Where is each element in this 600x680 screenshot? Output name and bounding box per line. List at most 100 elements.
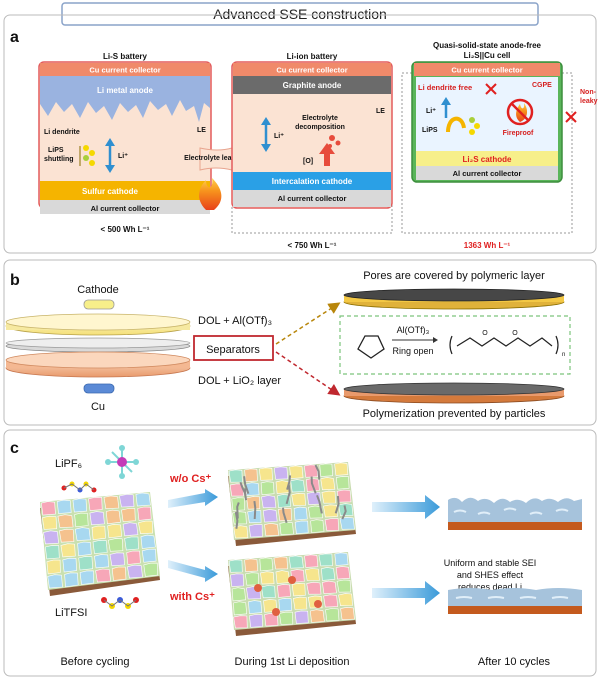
grain-tile — [103, 495, 120, 510]
grain-tile — [89, 511, 105, 526]
grain-tile — [143, 562, 159, 577]
with-cs-label: with Cs⁺ — [169, 591, 215, 603]
grain-tile — [249, 614, 263, 628]
grain-tile — [42, 515, 58, 530]
cross-icon — [485, 83, 497, 95]
lips-molecule-icon — [469, 117, 480, 135]
grain-tile — [335, 566, 351, 580]
gold-dashed-arrow — [275, 302, 341, 345]
caption-before-cycling: Before cycling — [60, 656, 129, 668]
reaction-arrowhead — [433, 337, 438, 343]
grain-tile — [233, 615, 248, 629]
separators-box — [193, 335, 274, 361]
grain-tile — [275, 570, 291, 584]
grain-tile — [340, 606, 355, 621]
grain-tile — [334, 462, 349, 476]
grain-tile — [72, 498, 88, 513]
grain-tile — [95, 568, 111, 583]
grain-tile — [323, 594, 339, 608]
lips-molecule-icon — [79, 145, 95, 166]
grain-tile — [79, 570, 95, 585]
grain-tile — [259, 557, 274, 572]
dol-lio2-label: DOL + LiO₂ layer — [198, 375, 281, 387]
grain-tile — [44, 545, 60, 560]
grain-tile — [41, 501, 56, 516]
dol-al-label: DOL + Al(OTf)₃ — [198, 315, 272, 327]
cell3-nonleaky-1: Non- — [580, 89, 597, 96]
grain-tile — [244, 468, 258, 483]
pores-label: Pores are covered by polymeric layer — [363, 270, 545, 282]
cell2-al-layer — [233, 190, 391, 207]
dendrite — [286, 475, 292, 490]
grain-tile — [124, 536, 139, 551]
cell3-al-label: Al current collector — [453, 169, 522, 178]
grain-tile — [62, 557, 77, 573]
grain-tile — [232, 511, 247, 525]
grain-tile — [260, 481, 275, 496]
lipf6-molecule-icon — [105, 445, 139, 479]
grain-mosaic-wo-cs — [228, 462, 355, 539]
panel-a-frame — [3, 14, 597, 254]
prevented-label: Polymerization prevented by particles — [363, 408, 546, 420]
grain-tile — [127, 564, 143, 579]
cell1-cu-label: Cu current collector — [89, 66, 160, 75]
grain-tile — [64, 572, 79, 588]
dendrite — [234, 511, 239, 529]
grain-tile — [107, 523, 123, 539]
grain-tile — [291, 492, 306, 506]
dendrite — [236, 502, 240, 519]
grain-tile — [59, 528, 75, 543]
leak-label: Electrolyte leaking — [184, 155, 246, 162]
cell1-shuttling-label: shuttling — [44, 156, 74, 163]
cell1-title: Li-S battery — [103, 52, 148, 61]
note-line-3: reduces dead Li — [458, 582, 522, 592]
grain-tile — [43, 530, 59, 545]
panel-b-frame — [3, 259, 597, 426]
grain-tile — [248, 600, 263, 614]
note-line-2: and SHES effect — [457, 570, 524, 580]
cell2-o-label: [O] — [303, 158, 313, 165]
grain-tile — [264, 522, 280, 537]
grain-tile — [323, 504, 338, 518]
cell-quasi-solid: Quasi-solid-state anode-free Li₂S||Cu ce… — [401, 41, 598, 250]
grain-tile — [74, 512, 89, 528]
grain-tile — [319, 463, 333, 477]
cell3-title-1: Quasi-solid-state anode-free — [433, 41, 542, 50]
cell3-li-label: Li⁺ — [426, 108, 436, 115]
grain-tile — [77, 541, 92, 557]
grain-tile — [292, 596, 308, 610]
cell3-lips-label: LiPS — [422, 127, 438, 134]
polymer-covered-disk — [343, 288, 565, 310]
polymer-chain-icon — [449, 335, 559, 355]
grain-tile — [121, 508, 136, 522]
grain-tile — [334, 552, 349, 566]
grain-tile — [338, 593, 353, 607]
grain-tile — [88, 496, 103, 511]
cell1-sulfur-cathode — [40, 181, 210, 200]
grain-tile — [324, 518, 339, 532]
cell2-graphite-anode — [233, 76, 391, 94]
cell-li-ion: Li-ion battery Cu current collector Grap… — [231, 52, 393, 250]
cu-label: Cu — [91, 401, 105, 413]
grain-tile — [228, 469, 243, 483]
grain-tile — [109, 552, 125, 567]
cell1-cathode-label: Sulfur cathode — [82, 187, 139, 196]
grain-tile — [92, 539, 108, 554]
grain-tile — [322, 580, 337, 595]
cell3-cathode-label: Li₂S cathode — [463, 155, 512, 164]
grain-tile — [78, 556, 94, 571]
grain-tile — [246, 496, 261, 510]
cell2-anode-label: Graphite anode — [283, 81, 342, 90]
grain-tile — [325, 608, 340, 622]
dol-ring-icon — [357, 335, 385, 359]
particle-layer-disk — [343, 382, 565, 404]
no-fire-icon — [506, 98, 534, 126]
grain-tile — [279, 521, 294, 536]
cell1-le-label: LE — [197, 127, 206, 134]
figure-title: Advanced SSE construction — [213, 6, 387, 22]
panel-a-letter: a — [10, 29, 19, 46]
grain-tile — [105, 509, 121, 525]
panel-b-letter: b — [10, 272, 20, 289]
grain-tile — [261, 585, 276, 599]
